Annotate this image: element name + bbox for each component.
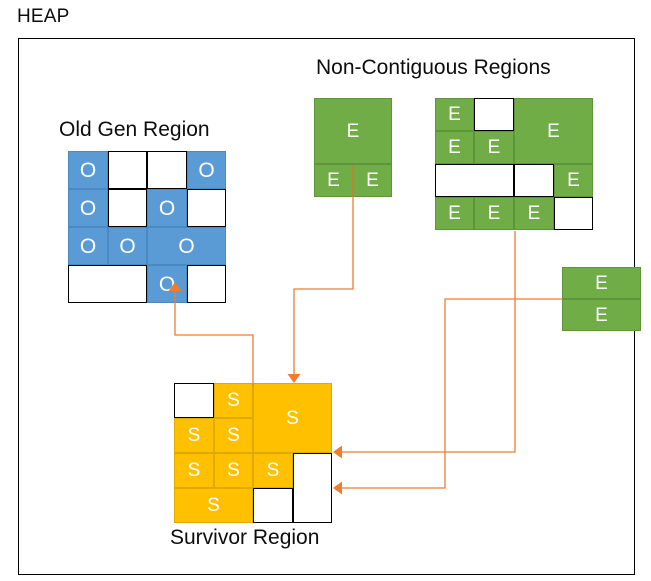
old-gen-region-label: Old Gen Region — [59, 118, 210, 141]
survivor-cell: S — [174, 488, 253, 523]
region-cell-glyph: E — [487, 203, 501, 224]
region-cell-glyph: O — [79, 234, 97, 258]
eden-cell: E — [314, 164, 353, 197]
region-cell-glyph: O — [79, 196, 97, 220]
eden-cell: E — [514, 197, 554, 230]
survivor-cell: S — [253, 383, 332, 453]
empty-cell — [174, 383, 214, 418]
survivor-cell: S — [214, 418, 253, 453]
old-gen-cell: O — [68, 189, 108, 227]
region-cell-glyph: O — [198, 158, 215, 182]
empty-cell — [514, 164, 554, 197]
non-contiguous-regions-label: Non-Contiguous Regions — [316, 56, 551, 79]
region-cell-glyph: E — [547, 120, 560, 142]
region-cell-glyph: E — [448, 203, 461, 224]
region-cell-glyph: S — [227, 390, 240, 411]
old-gen-cell: O — [147, 227, 226, 265]
empty-cell — [435, 164, 514, 197]
eden-cell: E — [562, 267, 641, 299]
eden-cell: E — [435, 197, 474, 230]
eden-cell: E — [435, 98, 474, 131]
old-gen-cell: O — [147, 265, 187, 303]
eden-cell: E — [514, 98, 593, 164]
region-cell-glyph: E — [595, 304, 608, 326]
survivor-cell: S — [214, 453, 253, 488]
survivor-cell: S — [174, 453, 214, 488]
old-gen-cell: O — [147, 189, 187, 227]
old-gen-cell: O — [68, 227, 108, 265]
region-cell-glyph: S — [187, 460, 201, 481]
empty-cell — [108, 189, 147, 227]
region-cell-glyph: E — [366, 170, 379, 191]
empty-cell — [108, 151, 147, 189]
empty-cell — [293, 453, 332, 523]
region-cell-glyph: O — [158, 272, 176, 296]
eden-cell: E — [474, 131, 514, 164]
region-cell-glyph: E — [346, 120, 360, 142]
region-cell-glyph: S — [266, 460, 280, 481]
region-cell-glyph: E — [448, 104, 461, 125]
region-cell-glyph: E — [448, 137, 461, 158]
region-cell-glyph: E — [595, 272, 608, 294]
region-cell-glyph: O — [178, 234, 195, 258]
eden-cell: E — [554, 164, 593, 197]
region-cell-glyph: E — [487, 137, 501, 158]
region-cell-glyph: O — [79, 158, 97, 182]
region-cell-glyph: O — [119, 234, 136, 258]
empty-cell — [554, 197, 593, 230]
survivor-region-label: Survivor Region — [170, 526, 320, 549]
eden-cell: E — [435, 131, 474, 164]
region-cell-glyph: S — [187, 425, 201, 446]
empty-cell — [68, 265, 147, 303]
region-cell-glyph: S — [286, 407, 299, 429]
eden-cell: E — [353, 164, 392, 197]
empty-cell — [187, 189, 226, 227]
old-gen-cell: O — [108, 227, 147, 265]
survivor-cell: S — [214, 383, 253, 418]
region-cell-glyph: E — [567, 170, 580, 191]
region-cell-glyph: S — [227, 425, 240, 446]
empty-cell — [187, 265, 226, 303]
old-gen-cell: O — [187, 151, 226, 189]
old-gen-cell: O — [68, 151, 108, 189]
region-cell-glyph: S — [207, 495, 220, 516]
eden-cell: E — [314, 98, 392, 164]
eden-cell: E — [474, 197, 514, 230]
region-cell-glyph: O — [158, 196, 176, 220]
region-cell-glyph: E — [527, 203, 541, 224]
region-cell-glyph: E — [327, 170, 340, 191]
eden-cell: E — [562, 299, 641, 331]
empty-cell — [253, 488, 293, 523]
region-cell-glyph: S — [227, 460, 240, 481]
empty-cell — [147, 151, 187, 189]
survivor-cell: S — [174, 418, 214, 453]
heap-title: HEAP — [17, 6, 70, 27]
empty-cell — [474, 98, 514, 131]
survivor-cell: S — [253, 453, 293, 488]
